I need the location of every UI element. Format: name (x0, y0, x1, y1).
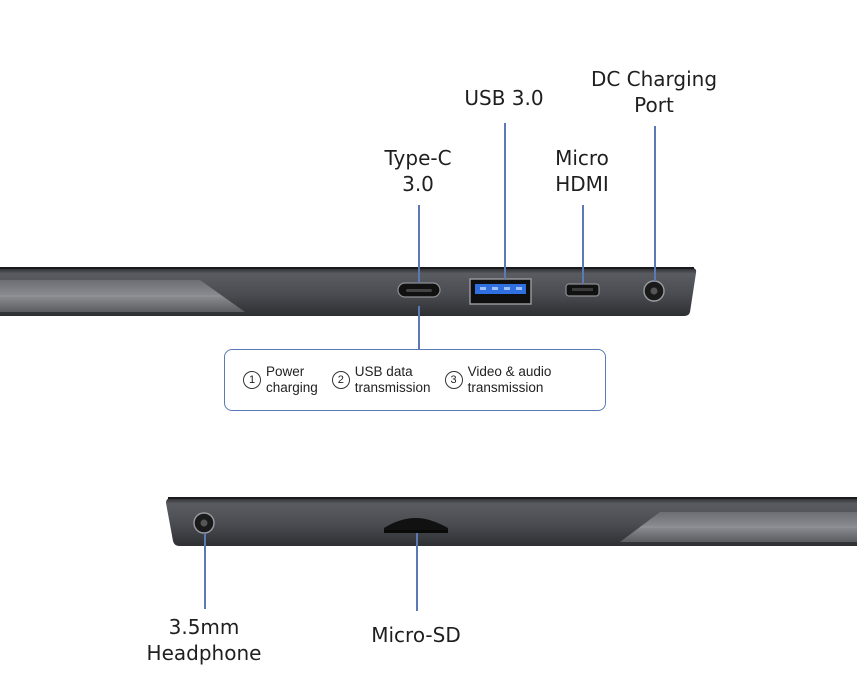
bottom-monitor-edge (166, 497, 857, 546)
micro-hdmi-leader-line (582, 205, 584, 284)
micro-sd-leader-line (416, 533, 418, 611)
feature-number-1: 1 (243, 371, 261, 389)
feature-text: USB data (354, 364, 413, 379)
feature-usb-data: 2 USB data transmission (331, 364, 431, 396)
headphone-leader-line (204, 533, 206, 609)
feature-text: charging (266, 380, 318, 395)
feature-text: Power (266, 364, 305, 379)
usb-label: USB 3.0 (464, 86, 544, 110)
type-c-leader-line (418, 205, 420, 283)
type-c-features-box: 1 Power charging 2 USB data transmission… (224, 349, 606, 411)
feature-power-charging: 1 Power charging (243, 364, 318, 396)
feature-text: transmission (467, 380, 544, 395)
feature-video-audio: 3 Video & audio transmission (444, 364, 552, 396)
micro-hdmi-label: Micro HDMI (555, 146, 609, 196)
top-monitor-edge (0, 267, 697, 316)
feature-number-2: 2 (331, 371, 350, 389)
feature-text: transmission (354, 380, 431, 395)
headphone-label: 3.5mm Headphone (146, 615, 262, 665)
micro-sd-slot-icon (384, 518, 448, 532)
dc-charging-label: DC Charging Port (590, 67, 718, 117)
usb-leader-line (504, 123, 506, 279)
feature-text: Video & audio (467, 364, 552, 379)
dc-leader-line (654, 126, 656, 281)
feature-number-3: 3 (444, 371, 463, 389)
micro-sd-label: Micro-SD (371, 623, 461, 647)
type-c-feature-leader-line (418, 306, 420, 349)
type-c-label: Type-C 3.0 (384, 146, 452, 196)
